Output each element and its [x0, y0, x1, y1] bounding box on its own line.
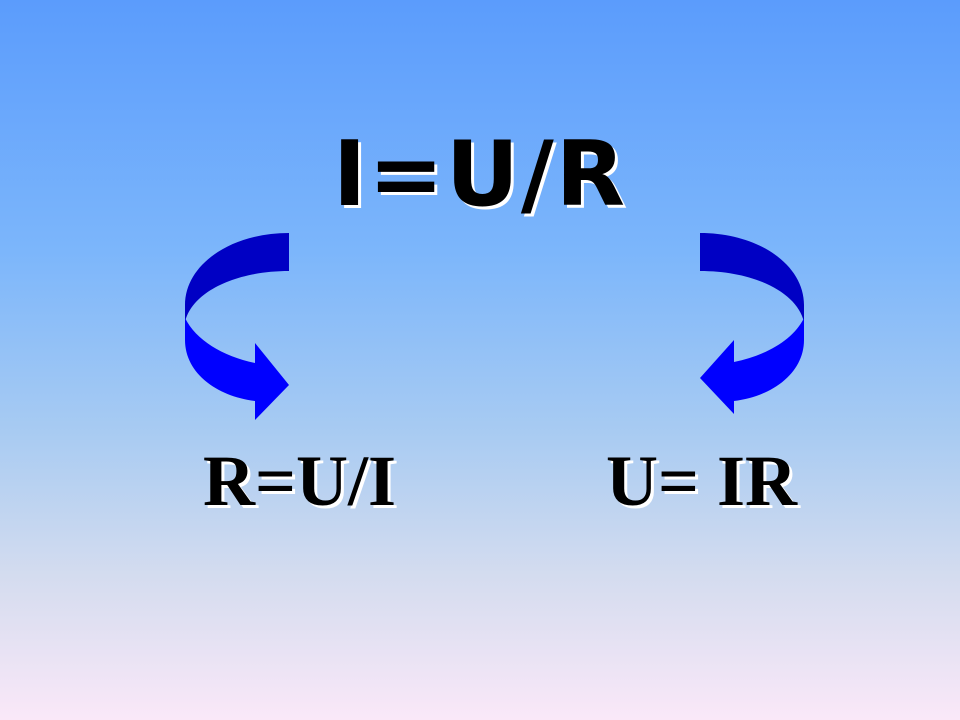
curved-arrow-right-icon — [700, 233, 804, 414]
formula-resistance: R=U/I — [203, 441, 397, 521]
formula-voltage: U= IR — [606, 441, 798, 521]
main-formula: I=U/R — [332, 122, 628, 227]
curved-arrow-left-icon — [185, 233, 289, 420]
